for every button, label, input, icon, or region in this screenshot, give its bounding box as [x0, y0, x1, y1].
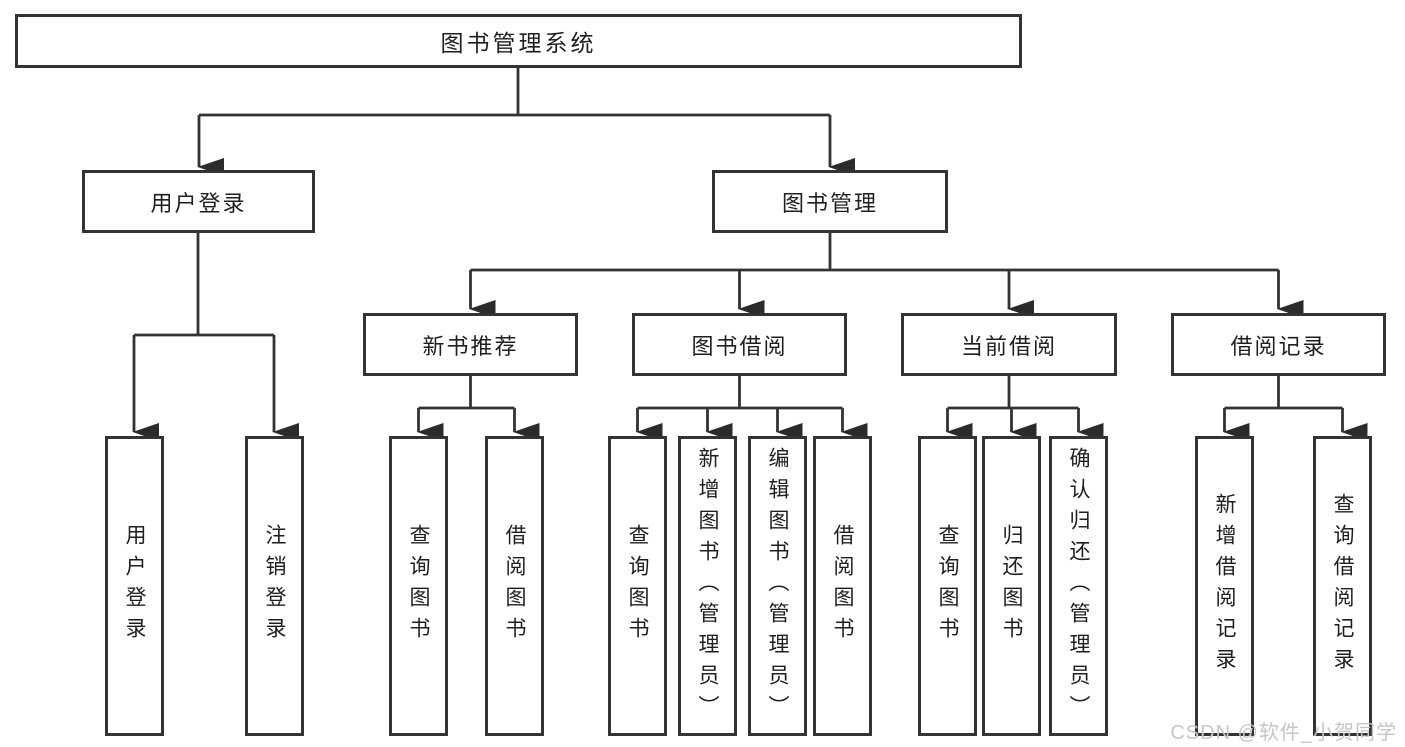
leaf-recommend-query-books: 查询图书: [389, 436, 448, 736]
node-current-borrow: 当前借阅: [901, 313, 1117, 376]
leaf-add-borrow-record: 新增借阅记录: [1195, 436, 1254, 736]
leaf-return-books: 归还图书: [982, 436, 1041, 736]
node-new-book-recommend: 新书推荐: [363, 313, 578, 376]
leaf-user-login: 用户登录: [105, 436, 164, 736]
node-borrow-records: 借阅记录: [1171, 313, 1386, 376]
leaf-confirm-return-admin: 确认归还（管理员）: [1049, 436, 1108, 736]
leaf-borrow-books: 借阅图书: [813, 436, 872, 736]
leaf-logout: 注销登录: [245, 436, 304, 736]
node-user-login: 用户登录: [82, 170, 315, 233]
leaf-current-query-books: 查询图书: [918, 436, 977, 736]
leaf-add-books-admin: 新增图书（管理员）: [678, 436, 737, 736]
leaf-query-borrow-record: 查询借阅记录: [1313, 436, 1372, 736]
leaf-borrow-query-books: 查询图书: [608, 436, 667, 736]
leaf-edit-books-admin: 编辑图书（管理员）: [748, 436, 807, 736]
node-book-management: 图书管理: [712, 170, 948, 233]
csdn-watermark: CSDN @软件_小贺同学: [1170, 722, 1397, 744]
leaf-recommend-borrow-books: 借阅图书: [485, 436, 544, 736]
node-library-management-system: 图书管理系统: [15, 14, 1022, 68]
node-book-borrow: 图书借阅: [632, 313, 847, 376]
